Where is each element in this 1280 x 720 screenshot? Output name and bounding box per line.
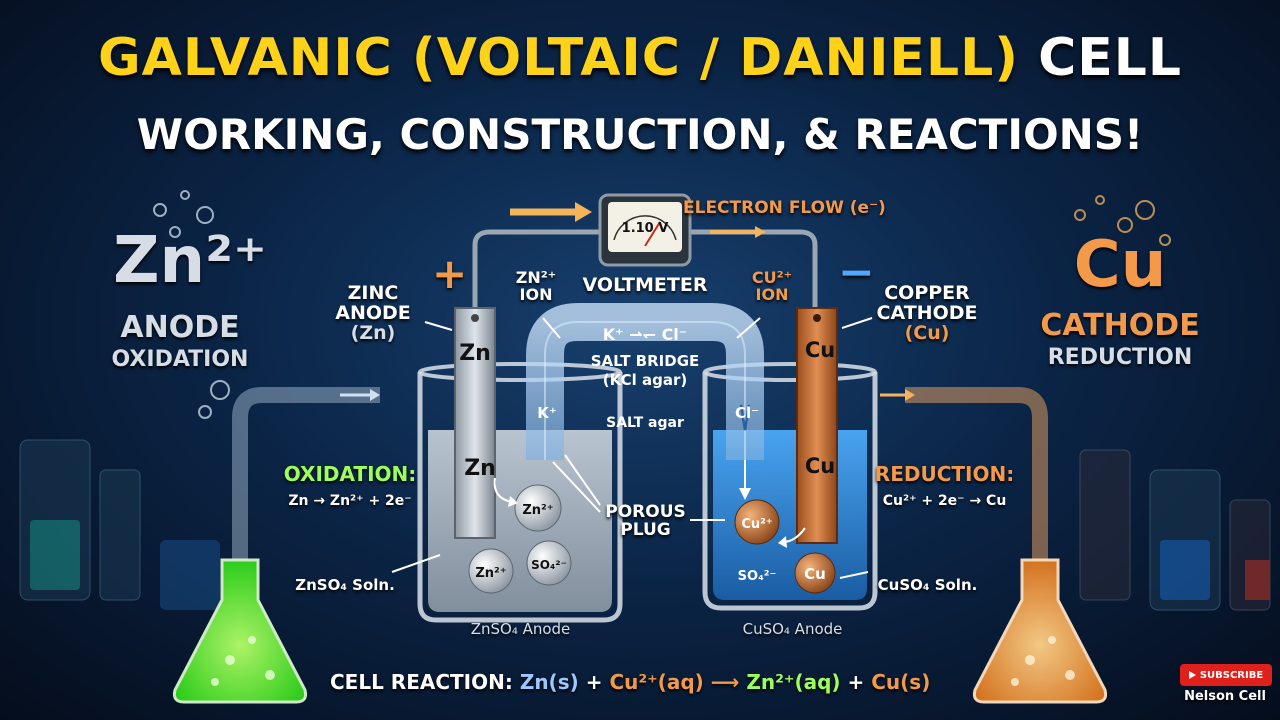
cell-reaction-cu: Cu(s)	[871, 670, 931, 694]
page-subtitle: WORKING, CONSTRUCTION, & REACTIONS!	[136, 110, 1144, 159]
zn-ion-particle-2-label: Zn²⁺	[475, 566, 506, 581]
oxidation-heading: OXIDATION:	[283, 462, 417, 486]
right-beaker-caption: CuSO₄ Anode	[742, 620, 843, 638]
cell-reaction-zn: Zn(s)	[519, 670, 579, 694]
cl-ion-label: Cl⁻	[735, 404, 759, 422]
cuso4-solution-label: CuSO₄ Soln.	[877, 576, 978, 594]
left-ion-title: Zn²⁺	[113, 224, 267, 298]
copper-electrode	[796, 307, 838, 544]
title-part-1: GALVANIC (VOLTAIC / DANIELL)	[97, 28, 1019, 88]
cu-atom-particle-label: Cu	[804, 565, 826, 583]
left-tube	[232, 387, 380, 560]
cu-ion-particle-label: Cu²⁺	[741, 517, 772, 532]
reduction-heading: REDUCTION:	[874, 462, 1015, 486]
salt-bridge-sublabel: (KCl agar)	[603, 371, 687, 389]
title-part-2: CELL	[1038, 28, 1183, 88]
bubbles-right	[1074, 195, 1171, 246]
right-flask	[972, 558, 1108, 704]
plus-sign: +	[432, 249, 468, 298]
voltmeter-needle	[644, 221, 661, 247]
cell-reaction-cu2: Cu²⁺(aq)	[609, 670, 704, 694]
zn-ion-particle	[514, 484, 562, 532]
zinc-anode-label: ZINC ANODE (Zn)	[335, 282, 411, 344]
wire-right	[690, 229, 818, 310]
zn-ion-label: ZN²⁺ ION	[515, 268, 557, 304]
play-icon	[1188, 671, 1196, 679]
cu-electrode-label-top: Cu	[805, 338, 835, 362]
k-ion-label: K⁺	[537, 404, 557, 422]
so4-particle-left-label: SO₄²⁻	[531, 558, 567, 572]
right-process: REDUCTION	[1047, 345, 1193, 370]
right-ion-title: Cu	[1073, 228, 1167, 302]
electron-flow-label: ELECTRON FLOW (e⁻)	[683, 198, 886, 218]
cell-reaction: CELL REACTION: Zn(s) + Cu²⁺(aq) ⟶ Zn²⁺(a…	[330, 670, 931, 694]
cell-reaction-label: CELL REACTION:	[330, 670, 513, 694]
right-role: CATHODE	[1040, 308, 1200, 343]
subscribe-label: SUBSCRIBE	[1199, 669, 1264, 681]
left-flask	[172, 558, 308, 704]
salt-agar-label: SALT agar	[606, 415, 684, 431]
page-title: GALVANIC (VOLTAIC / DANIELL) CELL	[0, 28, 1280, 88]
zn-electrode-label-top: Zn	[459, 341, 491, 366]
cu-atom-particle	[794, 552, 836, 594]
copper-cathode-label: COPPER CATHODE (Cu)	[876, 282, 978, 344]
cell-reaction-zn2: Zn²⁺(aq)	[746, 670, 841, 694]
channel-name: Nelson Cell	[1184, 689, 1266, 704]
znso4-solution-label: ZnSO₄ Soln.	[295, 576, 395, 594]
wire-left	[472, 229, 600, 310]
so4-particle-right-label: SO₄²⁻	[738, 569, 777, 584]
oxidation-equation: Zn → Zn²⁺ + 2e⁻	[288, 493, 412, 509]
left-role: ANODE	[120, 310, 240, 345]
left-process: OXIDATION	[111, 347, 249, 372]
zn-electrode-label-mid: Zn	[464, 456, 496, 481]
bubbles-left	[153, 190, 230, 419]
voltmeter-label: VOLTMETER	[582, 274, 708, 296]
right-tube	[905, 387, 1048, 560]
electron-arrow-right	[755, 226, 766, 238]
reduction-equation: Cu²⁺ + 2e⁻ → Cu	[882, 493, 1007, 509]
cu-electrode-label-mid: Cu	[805, 454, 835, 478]
cu-ion-label: CU²⁺ ION	[751, 268, 793, 304]
subscribe-button[interactable]: SUBSCRIBE	[1180, 664, 1272, 686]
background-lab-equipment	[19, 439, 1271, 611]
salt-bridge-label: SALT BRIDGE	[591, 352, 700, 370]
salt-bridge-ions: K⁺ ⇀↽ Cl⁻	[603, 325, 687, 344]
zn-ion-particle-label: Zn²⁺	[522, 503, 553, 518]
left-beaker-caption: ZnSO₄ Anode	[470, 620, 571, 638]
zinc-electrode	[454, 307, 496, 539]
zn-ion-particle-2	[468, 548, 514, 594]
voltmeter	[598, 193, 692, 267]
voltmeter-reading: 1.10 V	[622, 221, 669, 236]
porous-plug-label: POROUS PLUG	[605, 502, 686, 540]
minus-sign: −	[838, 247, 875, 298]
cu-ion-particle	[734, 499, 780, 545]
so4-particle-left	[526, 540, 572, 586]
pointer-lines	[391, 317, 873, 579]
